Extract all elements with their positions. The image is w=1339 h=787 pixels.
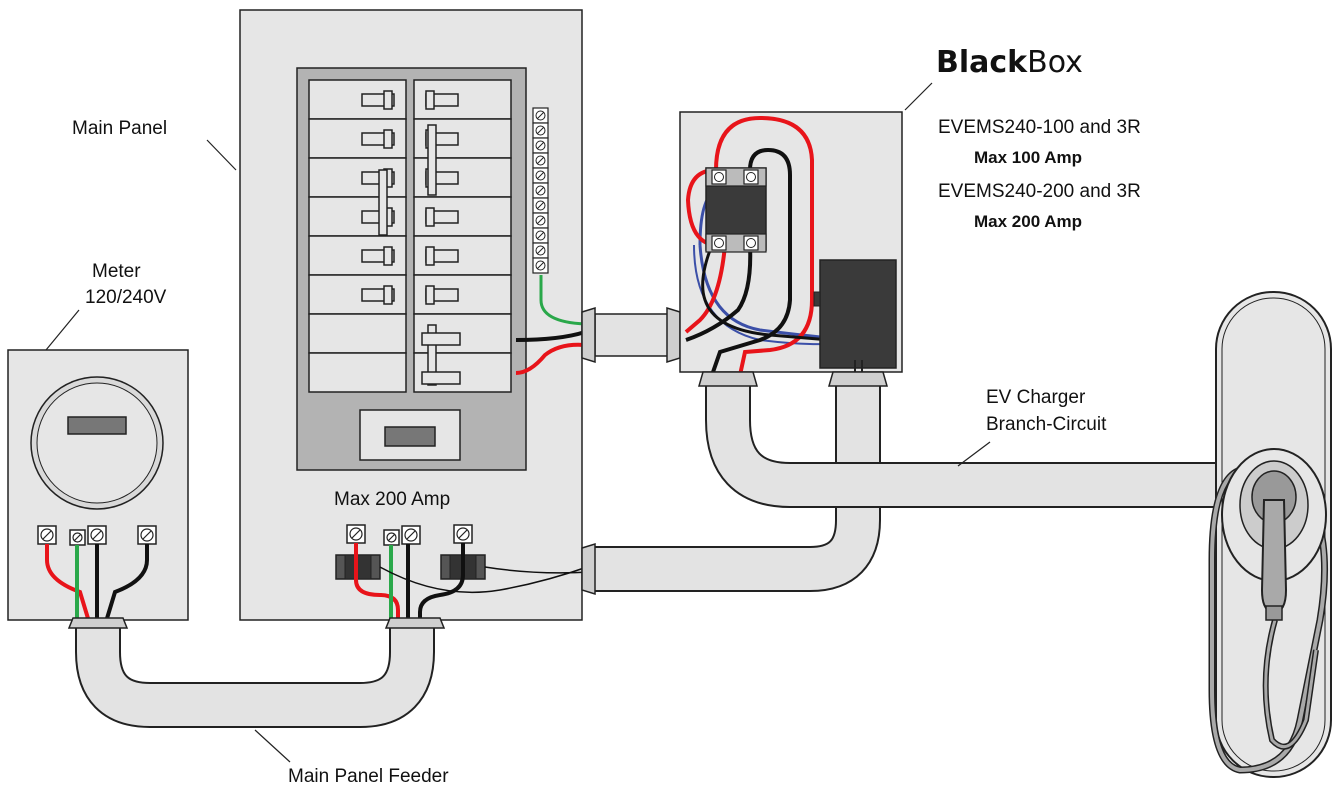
screw-terminal-icon: [711, 235, 727, 251]
controller-module-icon: [813, 259, 897, 372]
screw-terminal-icon: [346, 524, 366, 544]
blackbox-return-conduit: [581, 385, 881, 596]
screw-terminal-icon: [401, 525, 421, 545]
screw-terminal-icon: [532, 122, 549, 139]
screw-terminal-icon: [383, 529, 400, 546]
screw-terminal-icon: [532, 197, 549, 214]
feeder-conduit: [75, 628, 435, 728]
breaker-tie-icon: [427, 324, 437, 386]
screw-terminal-icon: [532, 107, 549, 124]
breaker-icon: [308, 157, 407, 198]
screw-terminal-icon: [532, 167, 549, 184]
meter-label: Meter: [92, 261, 141, 282]
panel-to-blackbox-conduit: [581, 306, 681, 364]
screw-terminal-icon: [69, 529, 86, 546]
brand-light: Box: [1027, 45, 1083, 80]
breaker-icon: [308, 79, 407, 120]
meter-display-icon: [67, 416, 127, 435]
screw-terminal-icon: [743, 169, 759, 185]
breaker-handle-icon: [421, 371, 461, 385]
ev-branch-conduit: [705, 385, 1225, 508]
feeder-label: Main Panel Feeder: [288, 766, 449, 787]
breaker-icon: [308, 235, 407, 276]
meter-enclosure: [7, 349, 189, 629]
breaker-icon: [308, 352, 407, 393]
terminal-bar: [532, 107, 549, 274]
callout-lines: [45, 82, 991, 763]
contactor-icon: [705, 167, 767, 253]
screw-terminal-icon: [37, 525, 57, 545]
model-200-rating: Max 200 Amp: [974, 212, 1082, 231]
breaker-icon: [308, 274, 407, 315]
breaker-icon: [308, 118, 407, 159]
breaker-icon: [308, 313, 407, 354]
breaker-icon: [413, 196, 512, 237]
ev-branch-label-line2: Branch-Circuit: [986, 414, 1107, 435]
screw-terminal-icon: [87, 525, 107, 545]
brand-strong: Black: [936, 45, 1028, 80]
breaker-tie-icon: [427, 124, 437, 196]
screw-terminal-icon: [711, 169, 727, 185]
ev-charger-icon: [1208, 291, 1332, 778]
brand-logo: BlackBox: [936, 45, 1083, 80]
main-panel: [239, 9, 591, 629]
breaker-icon: [413, 274, 512, 315]
screw-terminal-icon: [453, 524, 473, 544]
screw-terminal-icon: [532, 182, 549, 199]
screw-terminal-icon: [532, 257, 549, 274]
model-200-name: EVEMS240-200 and 3R: [938, 181, 1141, 202]
screw-terminal-icon: [532, 212, 549, 229]
screw-terminal-icon: [532, 152, 549, 169]
breaker-handle-icon: [421, 332, 461, 346]
model-100-name: EVEMS240-100 and 3R: [938, 117, 1141, 138]
screw-terminal-icon: [137, 525, 157, 545]
meter-voltage-label: 120/240V: [85, 287, 167, 308]
breaker-icon: [413, 79, 512, 120]
breaker-tie-icon: [378, 169, 388, 236]
breaker-icon: [308, 196, 407, 237]
ev-branch-label: EV Charger: [986, 387, 1086, 408]
blackbox-enclosure: [679, 111, 903, 387]
main-panel-label: Main Panel: [72, 118, 167, 139]
screw-terminal-icon: [532, 137, 549, 154]
breaker-stack: [308, 79, 512, 393]
panel-rating-label: Max 200 Amp: [334, 489, 450, 510]
model-100-rating: Max 100 Amp: [974, 148, 1082, 167]
screw-terminal-icon: [743, 235, 759, 251]
screw-terminal-icon: [532, 227, 549, 244]
breaker-icon: [413, 235, 512, 276]
screw-terminal-icon: [532, 242, 549, 259]
